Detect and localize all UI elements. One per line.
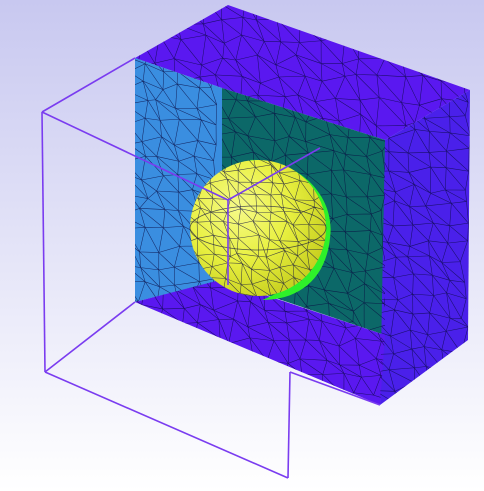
sphere-yellow-body: [190, 160, 326, 296]
bounding-wireframe: [41, 57, 381, 479]
box-floor-face: [135, 280, 385, 405]
box-top-face: [135, 5, 470, 140]
sphere-cut-edge: [189, 205, 327, 251]
